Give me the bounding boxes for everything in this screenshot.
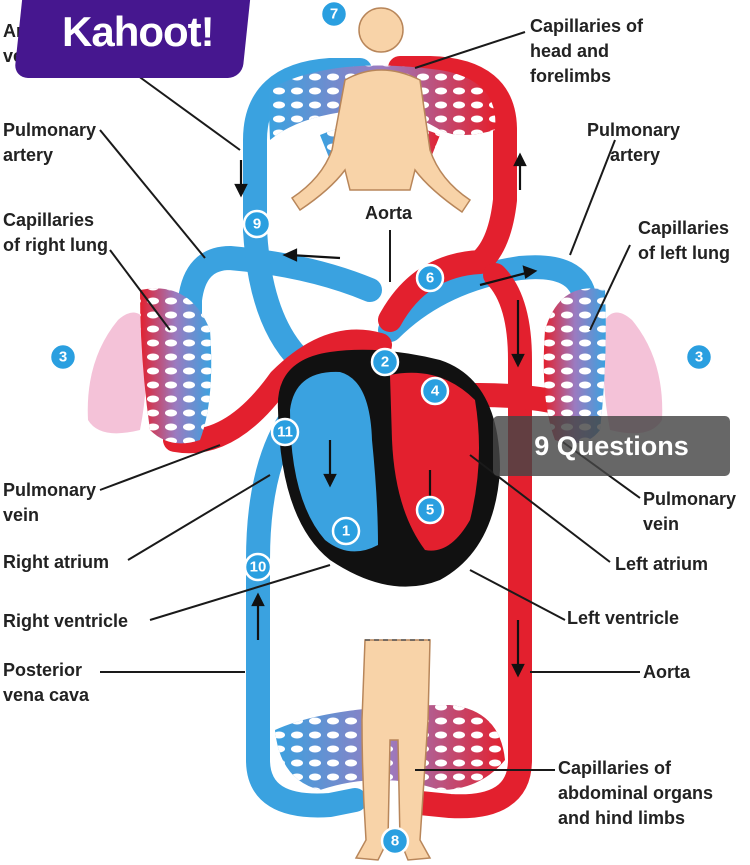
- lower-body-figure: [354, 639, 432, 861]
- aorta-bottom-label: Aorta: [643, 662, 691, 682]
- capillaries-right-lung-label-1: Capillaries: [3, 210, 94, 230]
- pulmonary-vein-right-label-1: Pulmonary: [643, 489, 736, 509]
- right-labels: Capillaries of head and forelimbs Aorta …: [365, 16, 736, 828]
- capillaries-right-lung-label-2: of right lung: [3, 235, 108, 255]
- questions-count-text: 9 Questions: [534, 430, 689, 461]
- svg-text:3: 3: [59, 349, 67, 366]
- step-marker-5: 5: [415, 495, 445, 525]
- posterior-vena-cava-label-1: Posterior: [3, 660, 82, 680]
- step-marker-1: 1: [331, 516, 361, 546]
- questions-count-badge: 9 Questions: [493, 416, 730, 476]
- aorta-top-label: Aorta: [365, 203, 413, 223]
- right-lung: [87, 288, 212, 444]
- step-markers: 7 9 6 3 3 2 4 11 5 1 10 8: [48, 0, 714, 856]
- svg-text:7: 7: [330, 6, 338, 23]
- posterior-vena-cava-label-2: vena cava: [3, 685, 90, 705]
- leader-lines: [99, 31, 641, 771]
- pulmonary-artery-right-label-2: artery: [610, 145, 660, 165]
- step-marker-11: 11: [270, 417, 300, 447]
- right-atrium-label: Right atrium: [3, 552, 109, 572]
- pulmonary-vein-left-label-2: vein: [3, 505, 39, 525]
- flow-arrows: [234, 152, 538, 678]
- svg-text:2: 2: [381, 354, 389, 371]
- step-marker-6: 6: [415, 263, 445, 293]
- svg-text:5: 5: [426, 502, 434, 519]
- step-marker-4: 4: [420, 376, 450, 406]
- svg-text:9: 9: [253, 216, 261, 233]
- capillaries-abdominal-label-1: Capillaries of: [558, 758, 672, 778]
- step-marker-2: 2: [370, 347, 400, 377]
- capillaries-head-label-2: head and: [530, 41, 609, 61]
- pulmonary-artery-right-label-1: Pulmonary: [587, 120, 680, 140]
- capillaries-head-label-1: Capillaries of: [530, 16, 644, 36]
- step-marker-7: 7: [319, 0, 349, 29]
- pulmonary-artery-left-label-2: artery: [3, 145, 53, 165]
- capillaries-left-lung-label-1: Capillaries: [638, 218, 729, 238]
- step-marker-3-right: 3: [684, 342, 714, 372]
- kahoot-logo-text[interactable]: Kahoot!: [62, 8, 215, 55]
- svg-text:8: 8: [391, 833, 399, 850]
- capillaries-left-lung-label-2: of left lung: [638, 243, 730, 263]
- svg-text:3: 3: [695, 349, 703, 366]
- step-marker-9: 9: [242, 209, 272, 239]
- capillaries-abdominal-label-3: and hind limbs: [558, 808, 685, 828]
- right-heart-chambers: [290, 371, 378, 552]
- pulmonary-vein-left-label-1: Pulmonary: [3, 480, 96, 500]
- left-labels: An ven Pulmonary artery Capillaries of r…: [3, 21, 128, 705]
- left-atrium-label: Left atrium: [615, 554, 708, 574]
- pulmonary-vein-right-label-2: vein: [643, 514, 679, 534]
- svg-text:6: 6: [426, 270, 434, 287]
- step-marker-3-left: 3: [48, 342, 78, 372]
- svg-text:11: 11: [277, 424, 293, 441]
- upper-body-figure: [290, 7, 472, 214]
- step-marker-8: 8: [380, 826, 410, 856]
- left-heart-chambers: [390, 372, 479, 551]
- heart: [277, 349, 500, 587]
- left-ventricle-label: Left ventricle: [567, 608, 679, 628]
- capillaries-head-label-3: forelimbs: [530, 66, 611, 86]
- svg-text:10: 10: [250, 559, 267, 576]
- pulmonary-artery-left-label-1: Pulmonary: [3, 120, 96, 140]
- step-marker-10: 10: [243, 552, 273, 582]
- svg-text:4: 4: [431, 383, 440, 400]
- right-ventricle-label: Right ventricle: [3, 611, 128, 631]
- capillaries-abdominal-label-2: abdominal organs: [558, 783, 713, 803]
- svg-text:1: 1: [342, 523, 350, 540]
